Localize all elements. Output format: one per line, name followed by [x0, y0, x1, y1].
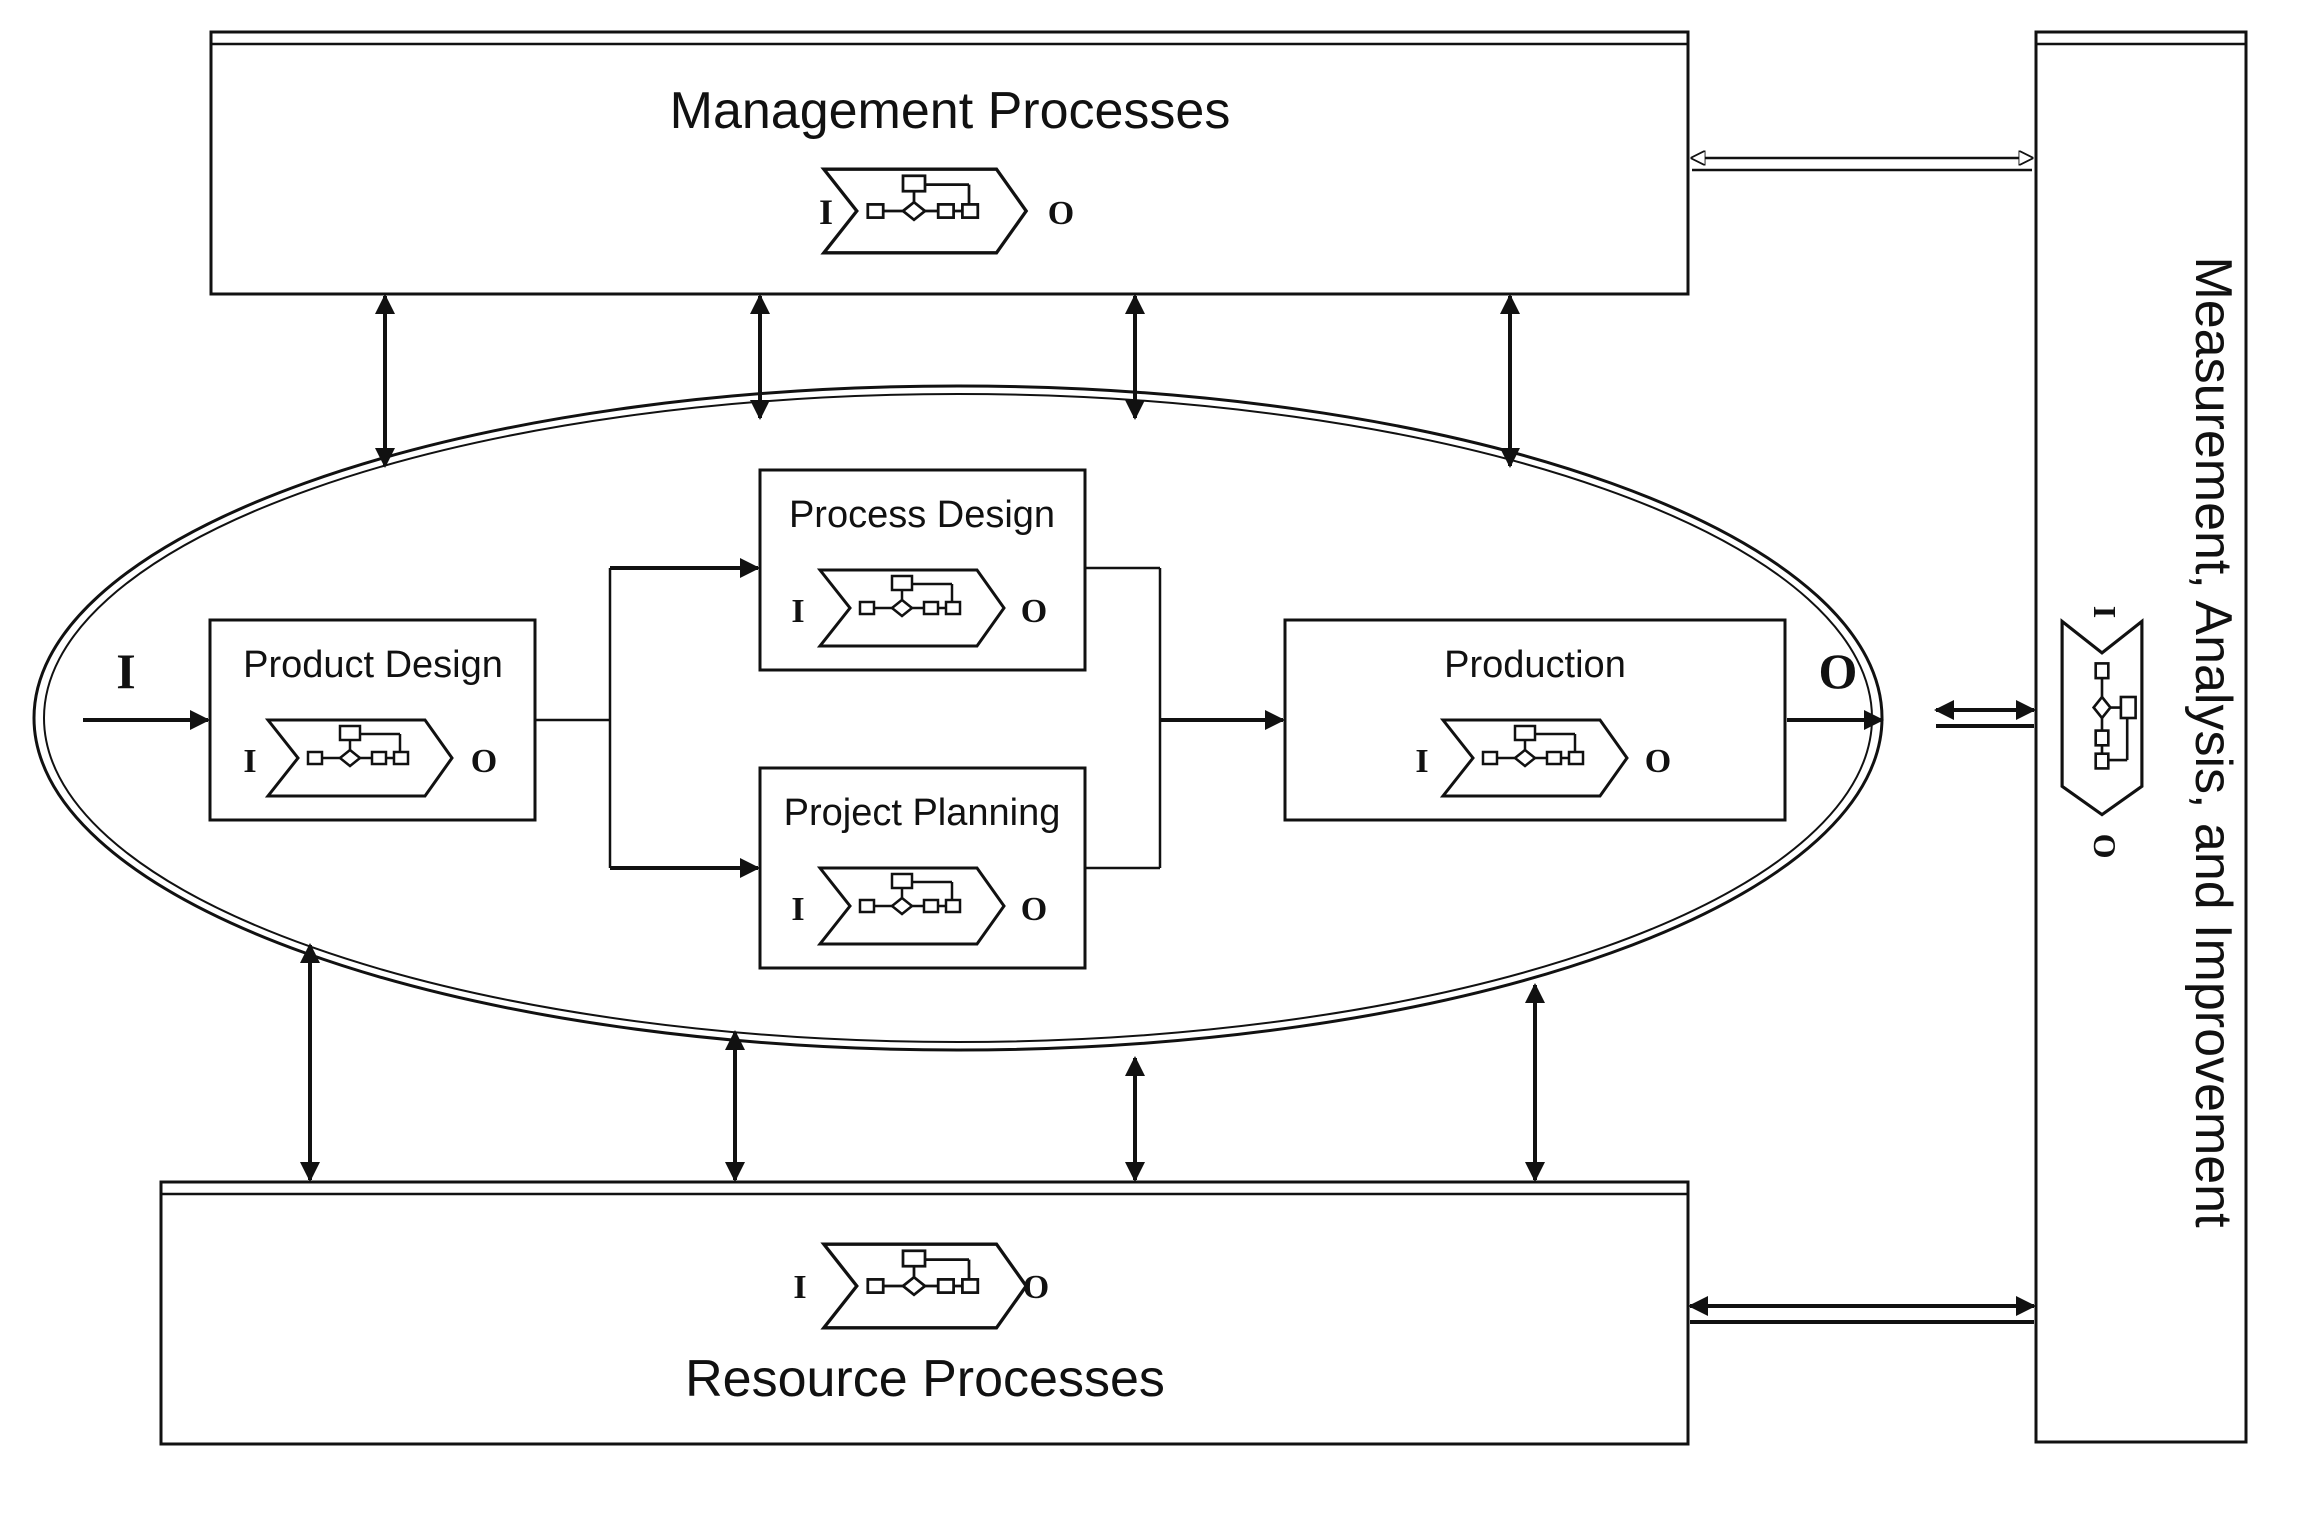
project-planning-output-label: O — [1021, 891, 1047, 928]
measurement-analysis-box: Measurement, Analysis, and Improvement I… — [2034, 30, 2248, 1444]
production-box: Production I O — [1283, 618, 1787, 822]
process-design-output-label: O — [1021, 593, 1047, 630]
management-measurement-connector — [1692, 158, 2032, 172]
resource-processes-box: I O Resource Processes — [159, 1180, 1690, 1446]
measurement-input-label: I — [2087, 606, 2123, 618]
production-output-label: O — [1645, 743, 1671, 780]
project-planning-box: Project Planning I O — [758, 766, 1087, 970]
product-design-output-label: O — [471, 743, 497, 780]
core-output-label: O — [1819, 643, 1858, 699]
process-design-box: Process Design I O — [758, 468, 1087, 672]
resource-core-arrows — [300, 943, 1545, 1182]
management-processes-box: Management Processes I O — [209, 30, 1690, 296]
production-title: Production — [1444, 644, 1626, 686]
product-design-title: Product Design — [243, 644, 503, 686]
management-core-arrows — [375, 294, 1520, 468]
project-planning-title: Project Planning — [784, 792, 1061, 834]
resource-output-label: O — [1023, 1269, 1049, 1306]
project-planning-input-label: I — [791, 891, 804, 928]
management-input-label: I — [819, 192, 833, 232]
product-design-input-label: I — [243, 743, 256, 780]
core-input-label: I — [116, 643, 135, 699]
internal-flow-connectors — [535, 558, 1285, 878]
management-output-label: O — [1048, 195, 1074, 232]
resource-measurement-connector — [1688, 1296, 2036, 1324]
process-design-input-label: I — [791, 593, 804, 630]
resource-processes-title: Resource Processes — [685, 1350, 1165, 1408]
core-measurement-connector — [1934, 700, 2036, 728]
measurement-output-label: O — [2087, 834, 2123, 859]
production-input-label: I — [1415, 743, 1428, 780]
management-processes-title: Management Processes — [670, 82, 1231, 140]
measurement-analysis-title: Measurement, Analysis, and Improvement — [2184, 256, 2242, 1228]
resource-input-label: I — [793, 1269, 806, 1306]
process-design-title: Process Design — [789, 494, 1055, 536]
product-design-box: Product Design I O — [208, 618, 537, 822]
